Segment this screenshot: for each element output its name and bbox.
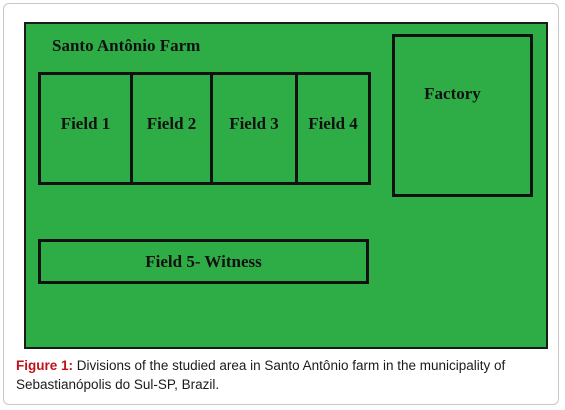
figure-frame: Santo Antônio Farm Field 1 Field 2 Field… (3, 3, 559, 405)
field-1: Field 1 (60, 113, 111, 133)
factory-box: Factory (392, 34, 533, 197)
caption-label: Figure 1: (16, 358, 74, 373)
factory-label: Factory (424, 83, 481, 103)
figure-caption: Figure 1: Divisions of the studied area … (16, 356, 556, 394)
field-2: Field 2 (130, 75, 210, 182)
field-3: Field 3 (210, 75, 295, 182)
farm-title: Santo Antônio Farm (52, 36, 201, 55)
fields-row: Field 1 Field 2 Field 3 Field 4 (38, 72, 371, 185)
caption-text: Divisions of the studied area in Santo A… (16, 358, 506, 392)
witness-label: Field 5- Witness (145, 251, 262, 271)
field-4: Field 4 (295, 75, 368, 182)
farm-area: Santo Antônio Farm Field 1 Field 2 Field… (24, 22, 548, 349)
field-5-witness: Field 5- Witness (38, 239, 369, 284)
